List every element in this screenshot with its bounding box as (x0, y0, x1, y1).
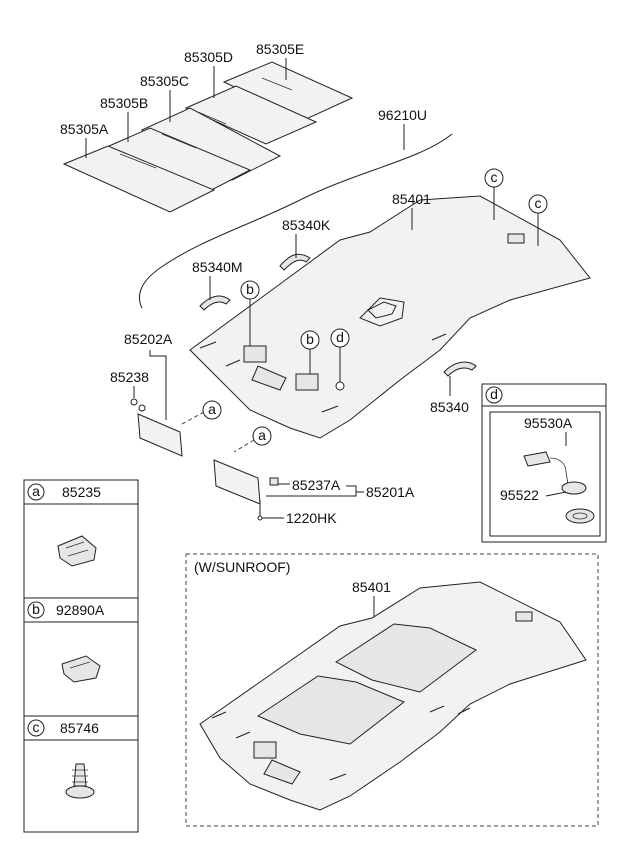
sun-visor-85202a (137, 413, 183, 457)
label-visor-r: 85202A (124, 331, 173, 347)
svg-text:d: d (336, 329, 344, 345)
legend-c-part: 85746 (60, 720, 99, 736)
label-pad-c: 85305C (140, 73, 189, 89)
push-nut-85746 (73, 763, 87, 787)
legend-table: a 85235 b 92890A c 85746 (23, 479, 139, 833)
marker-b-2: b (300, 330, 320, 374)
sun-visor-85201a (213, 459, 261, 505)
grab-handle-mount-2 (295, 373, 319, 391)
legend-b-key: b (32, 601, 40, 617)
clip-92890a (61, 655, 101, 683)
marker-a-2: a (233, 426, 272, 453)
svg-text:b: b (306, 331, 314, 347)
detail-box-d: d 95530A 95522 (481, 383, 607, 543)
label-screw: 1220HK (286, 510, 337, 526)
svg-text:a: a (208, 401, 216, 417)
sunroof-title: (W/SUNROOF) (194, 559, 290, 575)
svg-text:c: c (535, 195, 542, 211)
detail-d-key: d (490, 386, 498, 402)
sunroof-headlining-panel (199, 581, 587, 811)
headlining (189, 195, 591, 439)
marker-b-1: b (240, 280, 260, 346)
label-handle: 85340 (430, 399, 469, 415)
label-handle-k: 85340K (282, 217, 331, 233)
label-pad-d: 85305D (184, 49, 233, 65)
lamp-mount (335, 381, 345, 391)
label-pad-e: 85305E (256, 41, 304, 57)
room-lamp-95530a (523, 451, 551, 467)
marker-c-1: c (484, 168, 504, 220)
visor-retainer-85237a (269, 477, 279, 486)
sound-pads (62, 61, 354, 213)
grab-handle-mount-1 (243, 345, 267, 363)
label-lamp-lens: 95522 (500, 487, 539, 503)
label-visor-l: 85201A (366, 484, 415, 500)
lamp-socket (561, 481, 587, 495)
roof-wiring-harness (138, 133, 453, 309)
label-visor-holder: 85238 (110, 369, 149, 385)
pad-85305d (184, 85, 318, 145)
assist-handle-85340m (199, 295, 231, 311)
pad-85305a (62, 145, 216, 213)
label-sunroof-headlining: 85401 (352, 579, 391, 595)
clip-85235 (57, 535, 97, 567)
legend-b-part: 92890A (56, 602, 105, 618)
svg-text:a: a (258, 427, 266, 443)
sunroof-variant: (W/SUNROOF) 85401 (185, 553, 599, 827)
legend-a-key: a (32, 483, 40, 499)
label-handle-m: 85340M (192, 259, 243, 275)
label-harness: 96210U (378, 107, 427, 123)
svg-text:b: b (246, 281, 254, 297)
marker-a-1: a (181, 400, 222, 425)
assist-handle-85340k (279, 253, 311, 271)
legend-a-part: 85235 (62, 484, 101, 500)
lamp-lens-95522 (565, 508, 595, 524)
label-headlining: 85401 (392, 191, 431, 207)
svg-text:c: c (491, 169, 498, 185)
map-lamp-opening (251, 365, 287, 391)
visor-holder-85238 (130, 398, 138, 406)
sunroof-opening-rear (334, 623, 477, 693)
assist-handle-85340 (443, 361, 477, 377)
legend-c-key: c (33, 719, 40, 735)
label-pad-a: 85305A (60, 121, 109, 137)
label-room-lamp: 95530A (524, 415, 573, 431)
headlining-panel (189, 195, 591, 439)
rear-lamp-opening (507, 233, 525, 244)
label-retainer: 85237A (292, 477, 341, 493)
marker-d: d (330, 328, 350, 382)
marker-c-2: c (528, 194, 548, 246)
sunroof-opening-front (256, 675, 405, 745)
label-pad-b: 85305B (100, 95, 148, 111)
